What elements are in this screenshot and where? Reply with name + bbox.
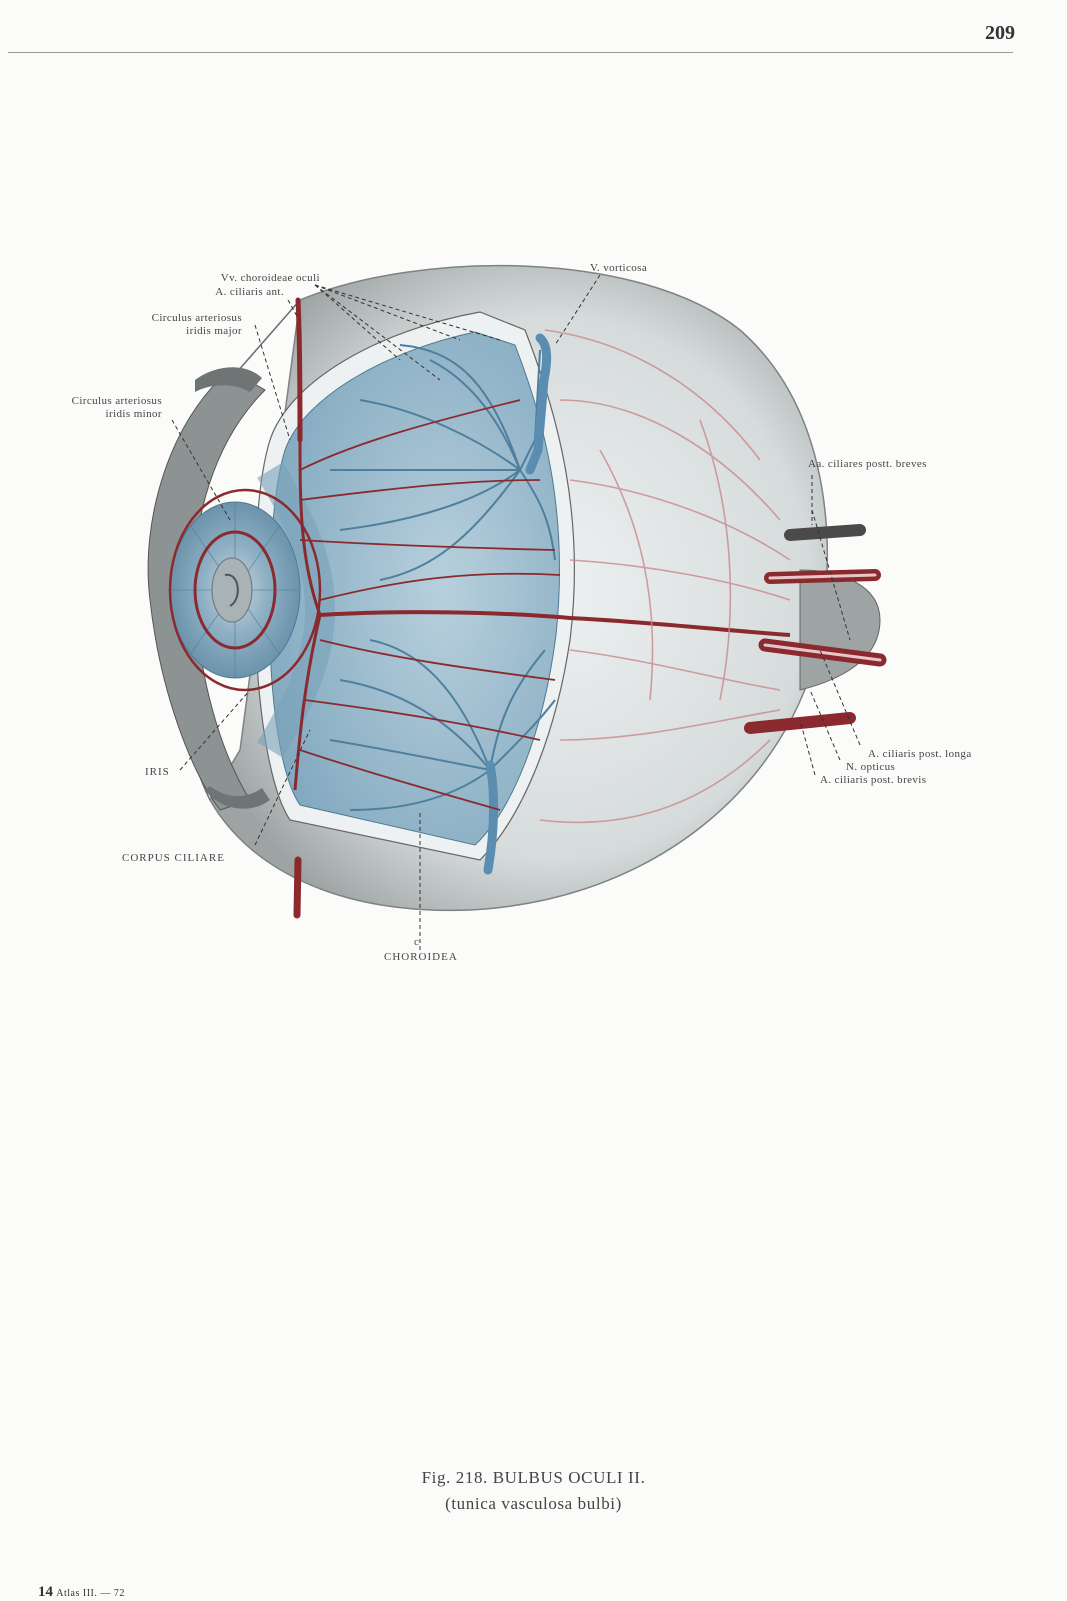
bulbus-oculi-drawing: [147, 264, 887, 950]
footer-text: Atlas III. — 72: [56, 1588, 125, 1599]
label-a-ciliaris-brevis: A. ciliaris post. brevis: [820, 774, 927, 786]
page-number: 209: [985, 22, 1015, 44]
caption-subtitle: (tunica vasculosa bulbi): [445, 1494, 622, 1513]
label-circulus-major-2: iridis major: [186, 325, 242, 337]
label-aa-ciliares-breves: Aa. ciliares postt. breves: [808, 458, 927, 470]
label-n-opticus: N. opticus: [846, 761, 896, 773]
caption-title: Fig. 218. BULBUS OCULI II.: [421, 1468, 646, 1487]
vorticose-vein: [525, 333, 552, 475]
label-circulus-major-1: Circulus arteriosus: [151, 312, 242, 324]
label-circulus-minor-2: iridis minor: [105, 408, 162, 420]
label-iris: IRIS: [145, 766, 170, 778]
anterior-ciliary-artery-top: [295, 297, 303, 443]
label-a-ciliaris-ant: A. ciliaris ant.: [215, 286, 284, 298]
footer-number: 14: [38, 1584, 53, 1600]
posterior-ciliary-arteries: [744, 524, 887, 734]
anterior-ciliary-artery-bottom: [293, 856, 302, 919]
label-corpus-ciliare: CORPUS CILIARE: [122, 852, 225, 864]
label-circulus-minor-1: Circulus arteriosus: [71, 395, 162, 407]
label-choroidea: CHOROIDEA: [384, 951, 458, 963]
choroid-arteries: [299, 399, 561, 811]
circulus-major-ring: [168, 488, 322, 692]
label-a-ciliaris-longa: A. ciliaris post. longa: [868, 748, 972, 760]
optic-nerve: [799, 569, 881, 691]
sclera-arteries: [539, 329, 791, 824]
figure-caption: Fig. 218. BULBUS OCULI II. (tunica vascu…: [0, 1468, 1067, 1514]
circulus-minor-ring: [193, 530, 277, 650]
leader-lines: [171, 274, 861, 950]
eye-illustration: Vv. choroideae oculi A. ciliaris ant. Ci…: [71, 262, 972, 963]
label-vv-choroideae: Vv. choroideae oculi: [220, 272, 320, 284]
page-footer: 14 Atlas III. — 72: [38, 1584, 125, 1601]
vortex-vein-lower: [329, 639, 556, 811]
label-v-vorticosa: V. vorticosa: [590, 262, 648, 274]
pupil: [211, 557, 253, 623]
vorticose-vein-lower: [483, 760, 499, 875]
header-rule: [8, 52, 1013, 53]
label-choroidea-mark: c: [414, 936, 420, 948]
long-ciliary-artery: [319, 610, 791, 637]
